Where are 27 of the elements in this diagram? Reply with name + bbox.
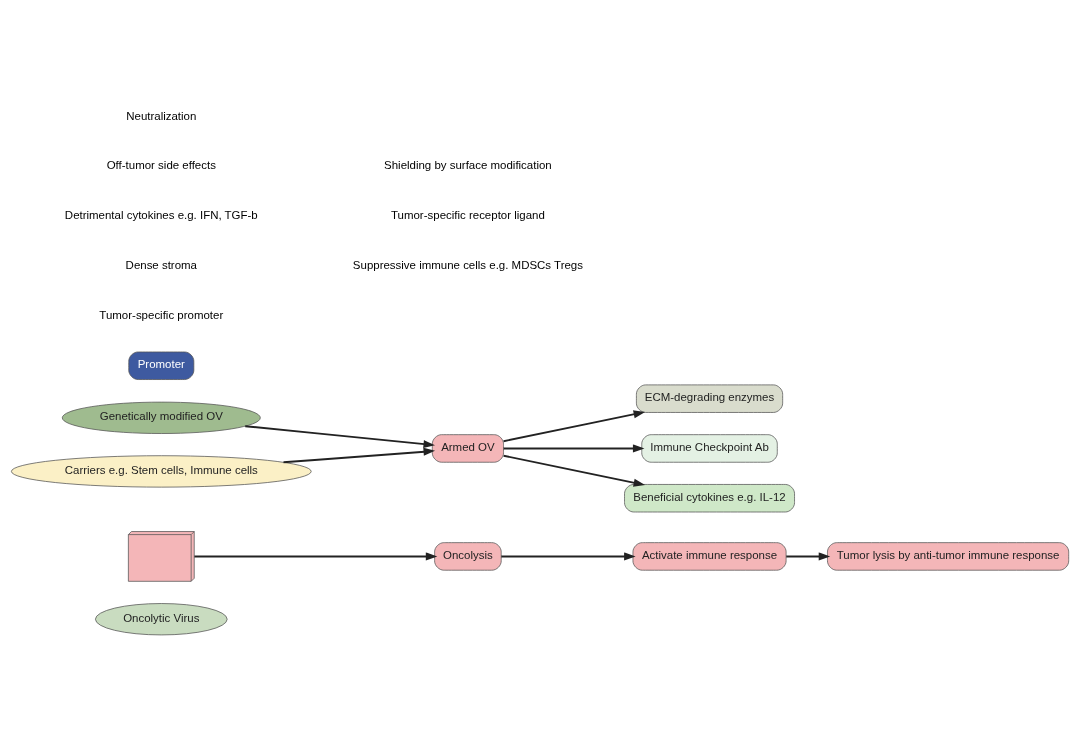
- node-ellipse: Genetically modified OV: [61, 401, 261, 434]
- arrow: [244, 425, 435, 449]
- arrow: [502, 444, 645, 453]
- arrow: [500, 552, 636, 561]
- node-box: Promoter: [128, 351, 195, 380]
- node-label: Tumor-specific promoter: [99, 308, 224, 321]
- label: Shielding by surface modification: [384, 159, 552, 172]
- arrow: [282, 447, 436, 464]
- node-box: Tumor lysis by anti-tumor immune response: [827, 542, 1070, 571]
- node-box: Activate immune response: [632, 542, 787, 571]
- node-ellipse: Carriers e.g. Stem cells, Immune cells: [11, 455, 312, 488]
- node-box: Immune Checkpoint Ab: [641, 434, 778, 463]
- node-ellipse: Oncolytic Virus: [95, 603, 228, 636]
- label: Detrimental cytokines e.g. IFN, TGF-b: [64, 209, 258, 222]
- node-box: ECM-degrading enzymes: [636, 384, 784, 413]
- label: Suppressive immune cells e.g. MDSCs Tregs: [352, 258, 583, 271]
- label: Off-tumor side effects: [106, 159, 216, 172]
- node-box: Beneficial cytokines e.g. IL-12: [624, 484, 795, 513]
- label: Neutralization: [126, 109, 197, 122]
- arrow: [193, 552, 438, 561]
- arrow: [502, 410, 646, 443]
- arrow: [785, 552, 831, 561]
- node-box: Armed OV: [431, 434, 504, 463]
- arrow: [502, 454, 646, 487]
- node-box: Oncolysis: [434, 542, 502, 571]
- label: Tumor-specific receptor ligand: [391, 209, 545, 222]
- label: Dense stroma: [125, 258, 197, 271]
